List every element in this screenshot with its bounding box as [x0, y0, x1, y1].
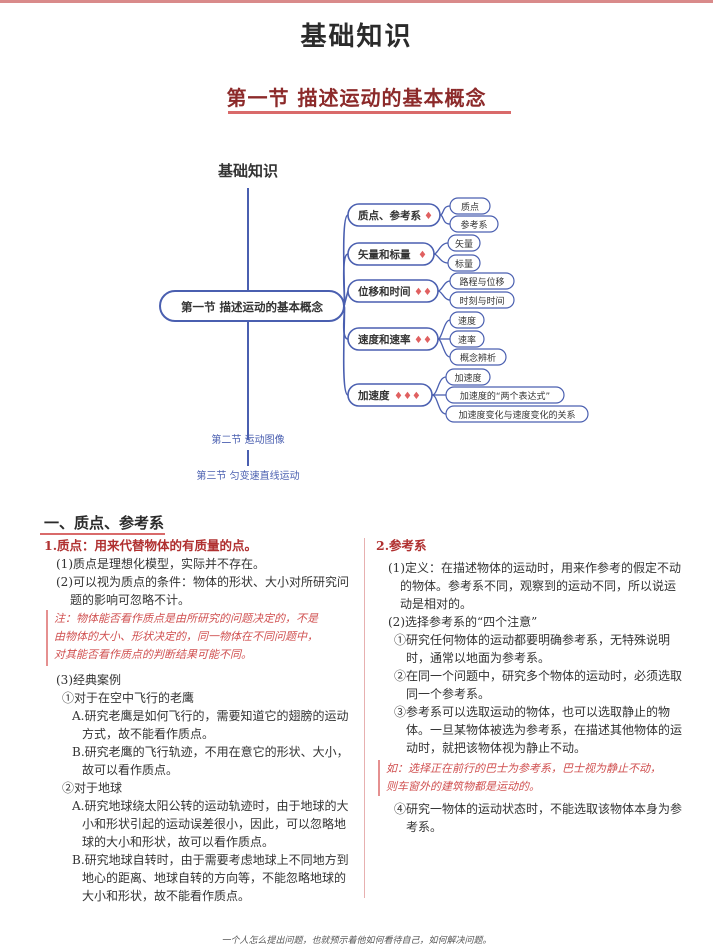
mindmap-leaf: 路程与位移 [449, 272, 515, 290]
case-line: A.研究地球绕太阳公转的运动轨迹时，由于地球的大 [72, 799, 349, 813]
leaf-label: 路程与位移 [459, 276, 504, 288]
right-column-end: ④研究一物体的运动状态时，不能选取该物体本身为参 考系。 [376, 800, 696, 836]
leaf-label: 质点 [461, 201, 479, 213]
paragraph: 的物体。参考系不同，观察到的运动不同，所以说运 [400, 579, 677, 593]
right-column: 2.参考系 (1)定义：在描述物体的运动时，用来作参考的假定不动 的物体。参考系… [376, 537, 696, 757]
leaf-label: 速率 [458, 334, 476, 346]
mindmap-branch-4: 速度和速率 ♦♦ [347, 327, 439, 351]
note-box: 如：选择正在前行的巴士为参考系，巴士视为静止不动， 则车窗外的建筑物都是运动的。 [378, 760, 700, 796]
footer-quote: 一个人怎么提出问题，也就预示着他如何看待自己，如何解决问题。 [221, 936, 492, 946]
note-line: 如：选择正在前行的巴士为参考系，巴士视为静止不动， [386, 762, 661, 775]
paragraph: 同一个参考系。 [406, 687, 491, 701]
leaf-label: 加速度的“两个表达式” [460, 390, 550, 402]
case-line: B.研究地球自转时，由于需要考虑地球上不同地方到 [72, 853, 349, 867]
case-line: B.研究老鹰的飞行轨迹，不用在意它的形状、大小， [72, 745, 349, 759]
branch-label: 质点、参考系 [358, 209, 421, 222]
mindmap-leaf: 矢量 [447, 234, 481, 252]
paragraph: ②在同一个问题中，研究多个物体的运动时，必须选取 [394, 669, 683, 683]
page-title: 基础知识 [300, 22, 413, 52]
mindmap-leaf: 加速度 [445, 368, 491, 386]
branch-label: 位移和时间 [358, 285, 411, 298]
mindmap-leaf: 速度 [449, 311, 485, 329]
case-line: 大小和形状，故不能看作质点。 [82, 889, 251, 903]
mind-map: 基础知识 第一节 描述运动的基本概念 质点、参考系 ♦ 矢量和标量 ♦ 位移和时… [159, 162, 589, 482]
branch-label: 矢量和标量 [358, 248, 411, 261]
case-line: 小和形状引起的运动误差很小，因此，可以忽略地 [82, 817, 347, 831]
mass-point-title: 1.质点：用来代替物体的有质量的点。 [44, 538, 258, 553]
case-line: A.研究老鹰是如何飞行的，需要知道它的翅膀的运动 [72, 709, 349, 723]
paragraph: (3)经典案例 [56, 673, 121, 687]
mindmap-center-label: 第一节 描述运动的基本概念 [181, 300, 324, 314]
content-heading: 一、质点、参考系 [44, 514, 165, 532]
column-divider [364, 538, 365, 898]
note-line: 由物体的大小、形状决定的，同一物体在不同问题中， [54, 630, 318, 643]
note-box: 注：物体能否看作质点是由所研究的问题决定的，不是 由物体的大小、形状决定的，同一… [46, 610, 358, 666]
mindmap-section-3: 第三节 匀变速直线运动 [196, 469, 299, 482]
mindmap-leaf: 参考系 [449, 215, 499, 233]
section-title: 第一节 描述运动的基本概念 [226, 86, 487, 110]
mindmap-leaf: 时刻与时间 [449, 291, 515, 309]
paragraph: 动是相对的。 [400, 597, 473, 611]
case-line: 方式，故不能看作质点。 [82, 727, 215, 741]
paragraph: ③参考系可以选取运动的物体，也可以选取静止的物 [394, 705, 671, 719]
leaf-label: 矢量 [455, 238, 473, 250]
mindmap-section-2: 第二节 运动图像 [211, 433, 284, 446]
paragraph: ①研究任何物体的运动都要明确参考系，无特殊说明 [394, 633, 671, 647]
note-line: 注：物体能否看作质点是由所研究的问题决定的，不是 [54, 612, 318, 625]
reference-frame-title: 2.参考系 [376, 538, 427, 553]
mindmap-leaf: 速率 [449, 330, 485, 348]
leaf-label: 速度 [458, 315, 476, 327]
mindmap-branch-3: 位移和时间 ♦♦ [347, 279, 439, 303]
mindmap-branch-1: 质点、参考系 ♦ [347, 203, 441, 227]
case-heading: ①对于在空中飞行的老鹰 [62, 691, 195, 705]
top-rule [0, 0, 713, 3]
importance-marks: ♦ [418, 250, 427, 261]
mindmap-root-label: 基础知识 [217, 162, 278, 180]
paragraph: (2)可以视为质点的条件：物体的形状、大小对所研究问 [56, 575, 350, 589]
case-line: 球的大小和形状，故可以看作质点。 [82, 835, 275, 849]
branch-label: 速度和速率 [358, 333, 411, 346]
left-column: 1.质点：用来代替物体的有质量的点。 (1)质点是理想化模型，实际并不存在。 (… [44, 537, 360, 609]
case-heading: ②对于地球 [62, 781, 123, 795]
importance-marks: ♦♦♦ [394, 391, 421, 402]
paragraph: ④研究一物体的运动状态时，不能选取该物体本身为参 [394, 802, 683, 816]
paragraph: 体。一旦某物体被选为参考系，在描述其他物体的运 [406, 723, 683, 737]
paragraph: (1)定义：在描述物体的运动时，用来作参考的假定不动 [388, 561, 682, 575]
paragraph: 时，通常以地面为参考系。 [406, 651, 551, 665]
paragraph: 题的影响可忽略不计。 [70, 593, 191, 607]
importance-marks: ♦♦ [414, 287, 432, 298]
mindmap-leaf: 加速度变化与速度变化的关系 [445, 405, 589, 423]
leaf-label: 概念辨析 [460, 352, 496, 364]
note-line: 对其能否看作质点的判断结果可能不同。 [54, 648, 252, 661]
leaf-label: 参考系 [460, 219, 487, 231]
mindmap-branch-2: 矢量和标量 ♦ [347, 242, 435, 266]
importance-marks: ♦♦ [414, 335, 432, 346]
paragraph: 考系。 [406, 820, 443, 834]
mindmap-leaf: 质点 [449, 197, 491, 215]
left-column-cases: (3)经典案例 ①对于在空中飞行的老鹰 A.研究老鹰是如何飞行的，需要知道它的翅… [44, 671, 360, 905]
mindmap-leaf: 标量 [447, 254, 481, 272]
case-line: 故可以看作质点。 [82, 763, 179, 777]
leaf-label: 时刻与时间 [459, 295, 504, 307]
branch-label: 加速度 [357, 389, 390, 402]
case-line: 地心的距离、地球自转的方向等，不能忽略地球的 [82, 871, 347, 885]
mindmap-leaf: 加速度的“两个表达式” [445, 386, 565, 404]
paragraph: (2)选择参考系的“四个注意” [388, 615, 538, 629]
leaf-label: 标量 [455, 258, 473, 270]
paragraph: 动时，就把该物体视为静止不动。 [406, 741, 587, 755]
leaf-label: 加速度变化与速度变化的关系 [458, 409, 575, 421]
mindmap-branch-5: 加速度 ♦♦♦ [347, 383, 433, 407]
paragraph: (1)质点是理想化模型，实际并不存在。 [56, 557, 265, 571]
mindmap-leaf: 概念辨析 [449, 348, 507, 366]
section-title-underline [228, 111, 511, 114]
importance-marks: ♦ [424, 211, 433, 222]
note-line: 则车窗外的建筑物都是运动的。 [386, 780, 540, 793]
leaf-label: 加速度 [454, 372, 481, 384]
content-heading-underline [40, 533, 165, 535]
